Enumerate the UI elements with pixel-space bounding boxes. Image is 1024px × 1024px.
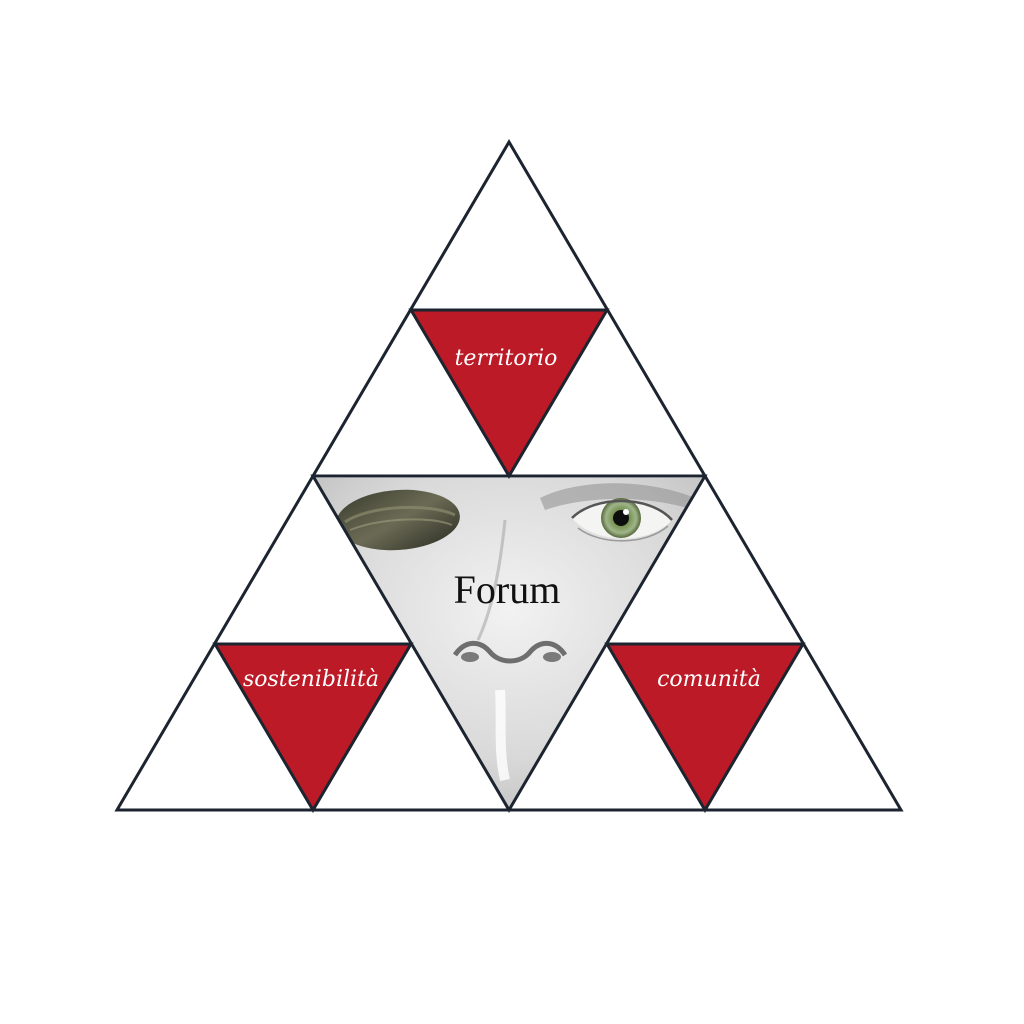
red-triangle-right	[607, 644, 803, 810]
label-sostenibilita: sostenibilità	[243, 667, 379, 692]
label-forum: Forum	[454, 567, 561, 612]
pyramid-outline	[114, 139, 904, 813]
seed-covered-eye-icon	[336, 489, 460, 551]
green-eye-icon	[571, 498, 673, 542]
nose-icon	[452, 519, 568, 782]
red-triangle-left	[215, 644, 411, 810]
red-triangle-top	[411, 310, 607, 476]
label-comunita: comunità	[657, 667, 761, 692]
label-territorio: territorio	[455, 346, 558, 371]
